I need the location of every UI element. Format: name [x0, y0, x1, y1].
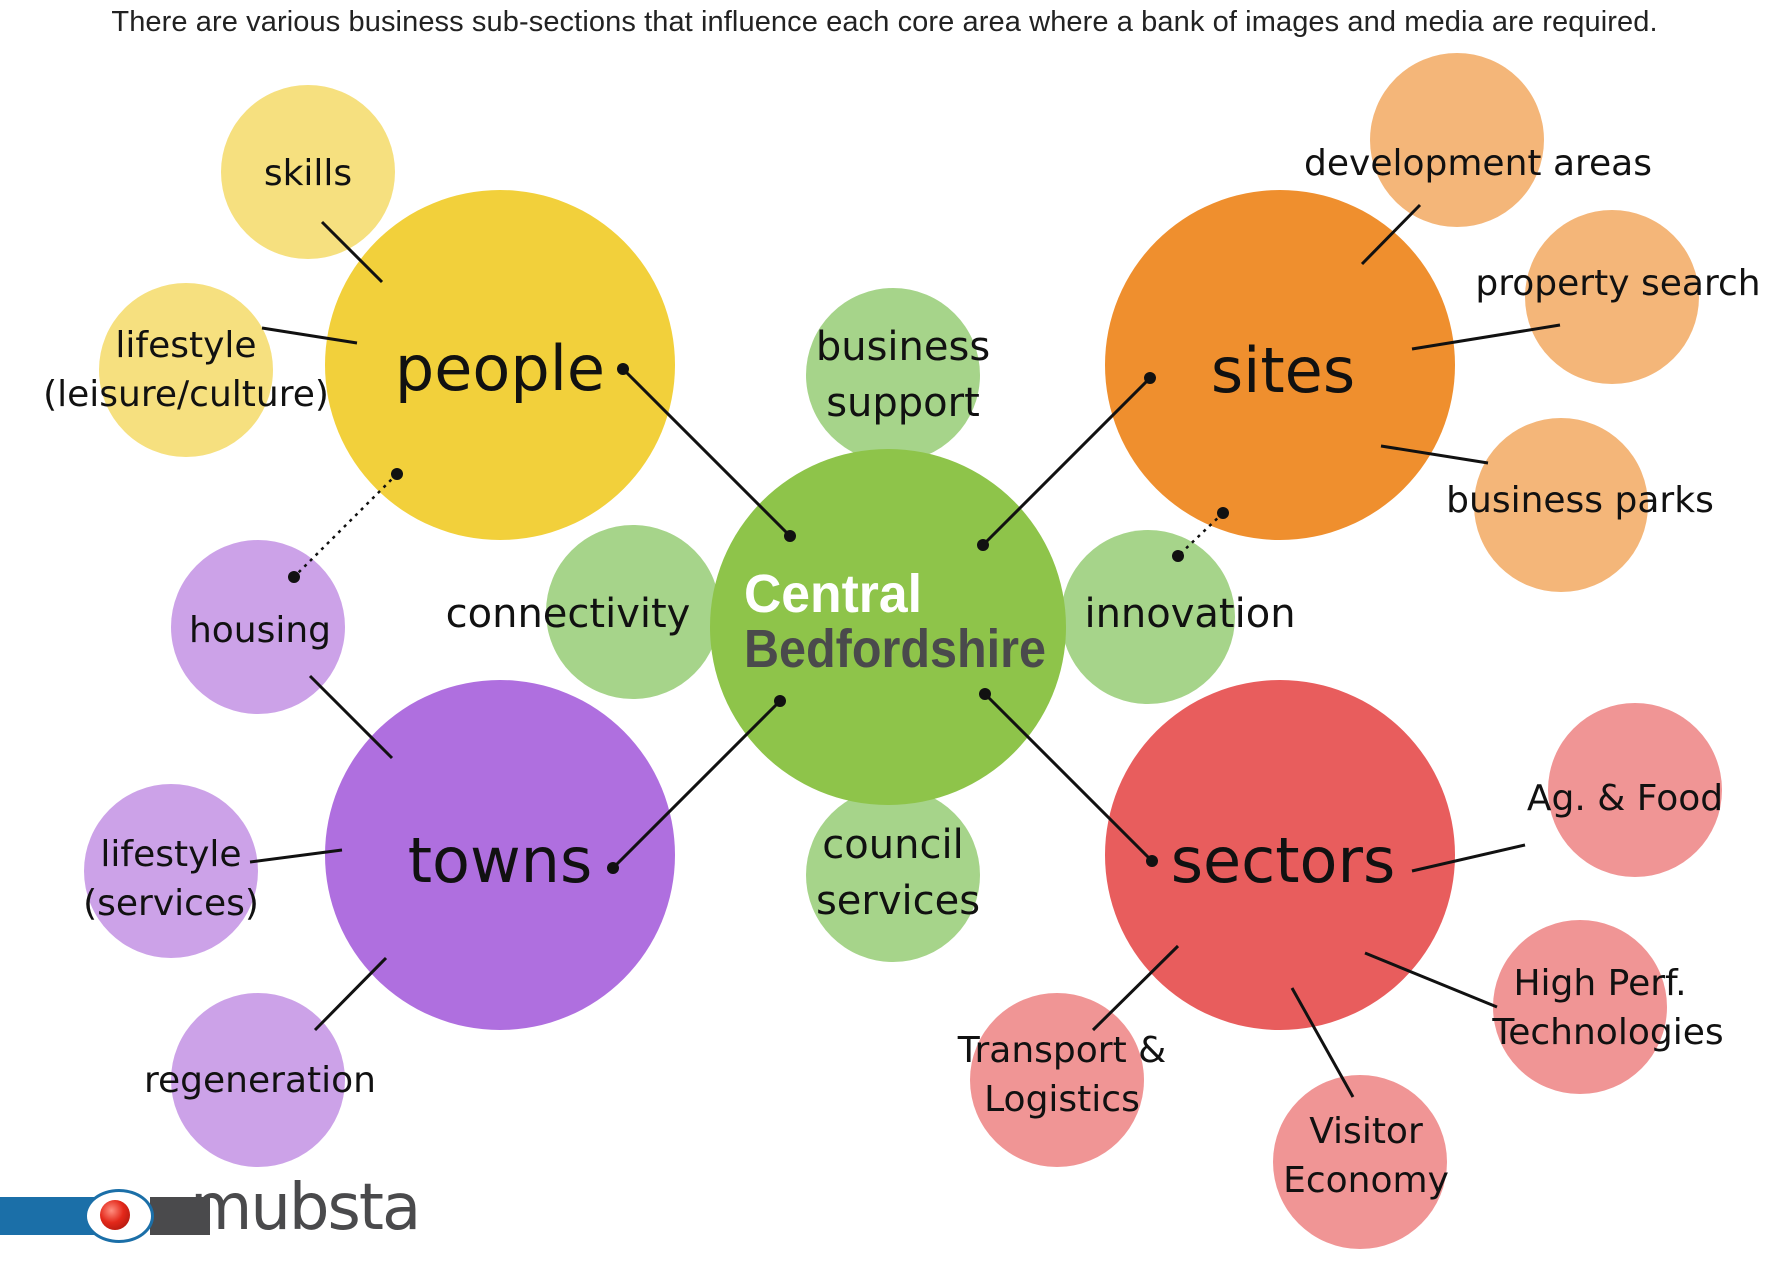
- sectors-connector-dot: [1146, 855, 1158, 867]
- people-label: people: [395, 332, 605, 405]
- sites-center-connector: [981, 376, 1152, 547]
- towns-center-connector: [611, 699, 782, 870]
- housing-label: housing: [189, 610, 331, 651]
- regeneration-bubble: [171, 993, 345, 1167]
- core-connectors: [611, 367, 1154, 870]
- logo-blue-bar: [0, 1197, 100, 1235]
- lifestyle-services-bubble: [84, 784, 258, 958]
- high-perf-label-2: Technologies: [1491, 1012, 1723, 1053]
- property-search-connector: [1411, 323, 1561, 351]
- ag-food-label: Ag. & Food: [1527, 778, 1723, 819]
- high-perf-bubble: [1493, 920, 1667, 1094]
- housing-dotted-dot: [288, 571, 300, 583]
- dotted-connector-dots: [288, 468, 1229, 583]
- transport-logistics-label-2: Logistics: [984, 1079, 1140, 1120]
- center-sectors-dot: [979, 688, 991, 700]
- people-center-connector: [621, 367, 792, 538]
- business-support-label-2: support: [826, 380, 980, 426]
- regeneration-connector: [313, 956, 388, 1032]
- dotted-connectors: [293, 473, 1224, 578]
- center-people-dot: [784, 530, 796, 542]
- regeneration-label: regeneration: [144, 1060, 376, 1101]
- sites-dotted-dot: [1217, 507, 1229, 519]
- towns-connector-dot: [607, 862, 619, 874]
- lifestyle-leisure-label-2: (leisure/culture): [43, 374, 329, 415]
- business-parks-bubble: [1474, 418, 1648, 592]
- visitor-economy-label-2: Economy: [1283, 1160, 1449, 1201]
- council-services-label-2: services: [816, 878, 980, 924]
- transport-logistics-label-1: Transport &: [957, 1030, 1166, 1071]
- skills-connector: [320, 220, 384, 284]
- people-connector-dot: [617, 363, 629, 375]
- bedfordshire-label: Bedfordshire: [744, 619, 1046, 679]
- sectors-center-connector: [983, 692, 1154, 863]
- high-perf-label-1: High Perf.: [1513, 963, 1686, 1004]
- logo-wordmark: mubsta: [190, 1171, 421, 1245]
- center-sites-dot: [977, 539, 989, 551]
- development-areas-connector: [1360, 203, 1422, 266]
- lifestyle-services-connector: [249, 848, 343, 864]
- lifestyle-leisure-bubble: [99, 283, 273, 457]
- logo-iris-icon: [100, 1200, 130, 1230]
- innovation-label: innovation: [1084, 591, 1295, 637]
- ag-food-bubble: [1548, 703, 1722, 877]
- sectors-label: sectors: [1171, 824, 1396, 897]
- business-parks-label: business parks: [1446, 480, 1714, 521]
- connectivity-bubble: [546, 525, 720, 699]
- transport-logistics-connector: [1091, 944, 1180, 1032]
- high-perf-connector: [1364, 951, 1498, 1009]
- sites-connector-dot: [1144, 372, 1156, 384]
- lifestyle-services-label-2: (services): [83, 883, 259, 924]
- property-search-bubble: [1525, 210, 1699, 384]
- innovation-dotted-dot: [1172, 550, 1184, 562]
- business-parks-connector: [1380, 444, 1489, 465]
- council-services-label-1: council: [822, 822, 963, 868]
- business-support-bubble: [806, 288, 980, 462]
- people-core-bubble: [325, 190, 675, 540]
- housing-connector: [308, 674, 394, 760]
- innovation-bubble: [1061, 530, 1235, 704]
- sites-label: sites: [1211, 334, 1355, 407]
- skills-label: skills: [264, 153, 352, 194]
- diagram-caption: There are various business sub-sections …: [111, 6, 1658, 38]
- connector-dots: [607, 363, 1158, 874]
- lifestyle-leisure-label-1: lifestyle: [115, 325, 256, 366]
- logo-grey-bar: [150, 1197, 210, 1235]
- visitor-economy-label-1: Visitor: [1309, 1111, 1423, 1152]
- sites-innovation-dotted: [1177, 512, 1224, 557]
- skills-bubble: [221, 85, 395, 259]
- council-services-bubble: [806, 788, 980, 962]
- central-bedfordshire-bubble: [710, 449, 1066, 805]
- center-towns-dot: [774, 695, 786, 707]
- visitor-economy-connector: [1290, 987, 1355, 1098]
- business-support-label-1: business: [816, 324, 990, 370]
- development-areas-bubble: [1370, 53, 1544, 227]
- people-dotted-dot: [391, 468, 403, 480]
- towns-label: towns: [408, 824, 593, 897]
- sites-core-bubble: [1105, 190, 1455, 540]
- transport-logistics-bubble: [970, 993, 1144, 1167]
- connectivity-label: connectivity: [446, 591, 691, 637]
- property-search-label: property search: [1475, 263, 1760, 304]
- lifestyle-leisure-connector: [261, 326, 358, 345]
- sectors-core-bubble: [1105, 680, 1455, 1030]
- housing-bubble: [171, 540, 345, 714]
- development-areas-label: development areas: [1304, 143, 1652, 184]
- lifestyle-services-label-1: lifestyle: [100, 834, 241, 875]
- sub-connectors: [249, 203, 1561, 1098]
- towns-core-bubble: [325, 680, 675, 1030]
- central-label: Central: [744, 564, 922, 624]
- visitor-economy-bubble: [1273, 1075, 1447, 1249]
- people-housing-dotted: [293, 473, 398, 578]
- ag-food-connector: [1411, 843, 1526, 873]
